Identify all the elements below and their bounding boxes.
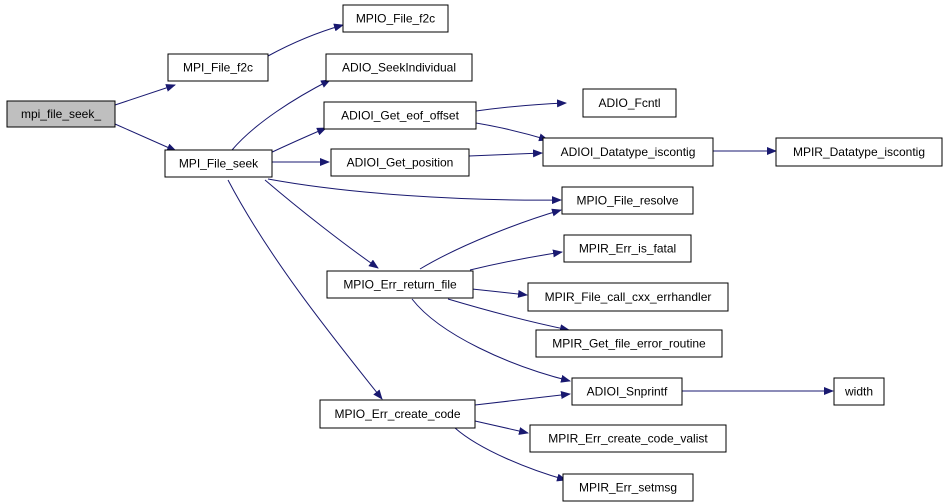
node-label: ADIO_Fcntl	[598, 96, 660, 110]
edge-mpio-err-create-code-to-mpir-err-setmsg	[454, 427, 567, 482]
node-box	[164, 149, 273, 178]
node-adio-fcntl[interactable]: ADIO_Fcntl	[582, 88, 677, 118]
node-box	[326, 270, 474, 299]
node-adioi-snprintf[interactable]: ADIOI_Snprintf	[571, 377, 683, 406]
edge-mpio-err-create-code-to-adioi-snprintf	[474, 391, 571, 406]
node-adioi-datatype-iscontig[interactable]: ADIOI_Datatype_iscontig	[542, 137, 714, 167]
node-label: MPIR_Err_is_fatal	[579, 242, 676, 256]
node-box	[323, 101, 477, 130]
node-label: width	[844, 385, 873, 399]
edge-adioi-get-eof-offset-to-adio-fcntl	[475, 99, 567, 112]
edge-mpi-file-seek-to-adio-seekindividual	[231, 79, 331, 151]
node-label: ADIOI_Get_eof_offset	[341, 109, 460, 123]
node-label: MPIR_File_call_cxx_errhandler	[545, 290, 712, 304]
node-label: MPIR_Err_setmsg	[579, 481, 677, 495]
edge-mpi-file-f2c-to-mpio-file-f2c	[267, 23, 344, 57]
node-label: MPIO_Err_return_file	[343, 278, 457, 292]
node-label: ADIOI_Get_position	[347, 156, 454, 170]
node-box	[582, 88, 677, 118]
node-label: MPI_File_seek	[179, 157, 259, 171]
node-mpi-file-seek-fortran[interactable]: mpi_file_seek_	[6, 100, 116, 128]
node-mpir-err-is-fatal[interactable]: MPIR_Err_is_fatal	[563, 234, 692, 263]
node-label: MPIR_Err_create_code_valist	[548, 432, 708, 446]
node-label: MPIR_Datatype_iscontig	[793, 145, 925, 159]
node-label: ADIO_SeekIndividual	[342, 61, 456, 75]
node-box	[775, 137, 943, 167]
node-mpir-datatype-iscontig[interactable]: MPIR_Datatype_iscontig	[775, 137, 943, 167]
node-box	[342, 4, 449, 33]
node-box	[535, 329, 723, 358]
node-label: ADIOI_Snprintf	[587, 385, 668, 399]
edge-mpio-err-return-file-to-mpir-get-file-error-routine	[447, 298, 570, 333]
edge-mpi-file-seek-to-mpio-file-resolve	[267, 178, 562, 205]
edge-mpio-err-return-file-to-mpir-file-call-cxx-errhandler	[471, 288, 528, 298]
edge-mpi-file-seek-to-mpi-file-seek-call	[114, 123, 177, 152]
node-label: mpi_file_seek_	[21, 107, 101, 121]
edge-mpi-file-seek-to-mpi-file-f2c	[114, 84, 176, 106]
edge-mpio-err-create-code-to-mpir-err-create-code-valist	[474, 420, 529, 435]
node-box	[330, 148, 470, 177]
nodes: mpi_file_seek_ MPI_File_f2c MPIO_File_f2…	[6, 4, 943, 502]
node-box	[571, 377, 683, 406]
edge-mpio-err-return-file-to-mpir-err-is-fatal	[469, 249, 563, 271]
node-mpio-file-f2c[interactable]: MPIO_File_f2c	[342, 4, 449, 33]
edge-mpio-err-return-file-to-mpio-file-resolve	[419, 208, 562, 270]
node-box	[527, 282, 729, 312]
edge-mpi-file-seek-to-mpio-err-create-code	[227, 179, 383, 400]
node-mpio-err-create-code[interactable]: MPIO_Err_create_code	[319, 399, 476, 429]
node-mpi-file-seek[interactable]: MPI_File_seek	[164, 149, 273, 178]
node-mpio-file-resolve[interactable]: MPIO_File_resolve	[561, 186, 694, 215]
node-label: ADIOI_Datatype_iscontig	[561, 145, 696, 159]
edges	[114, 23, 834, 482]
node-box	[325, 53, 473, 82]
node-mpi-file-f2c[interactable]: MPI_File_f2c	[167, 53, 269, 82]
node-label: MPIR_Get_file_error_routine	[552, 337, 706, 351]
node-mpir-err-create-code-valist[interactable]: MPIR_Err_create_code_valist	[529, 424, 727, 453]
node-box	[319, 399, 476, 429]
node-box	[6, 100, 116, 128]
node-adio-seekindividual[interactable]: ADIO_SeekIndividual	[325, 53, 473, 82]
node-adioi-get-eof-offset[interactable]: ADIOI_Get_eof_offset	[323, 101, 477, 130]
node-box	[833, 377, 885, 406]
node-box	[563, 234, 692, 263]
node-label: MPI_File_f2c	[183, 61, 253, 75]
node-mpir-get-file-error-routine[interactable]: MPIR_Get_file_error_routine	[535, 329, 723, 358]
node-label: MPIO_Err_create_code	[334, 407, 460, 421]
edge-adioi-get-position-to-adioi-datatype-iscontig	[468, 149, 543, 158]
node-box	[167, 53, 269, 82]
node-adioi-get-position[interactable]: ADIOI_Get_position	[330, 148, 470, 177]
edge-adioi-get-eof-offset-to-adioi-datatype-iscontig	[475, 122, 549, 142]
edge-mpio-err-return-file-to-adioi-snprintf	[411, 298, 571, 383]
node-label: MPIO_File_resolve	[576, 194, 678, 208]
edge-mpi-file-seek-to-adioi-get-eof-offset	[267, 127, 327, 155]
node-mpir-file-call-cxx-errhandler[interactable]: MPIR_File_call_cxx_errhandler	[527, 282, 729, 312]
node-width[interactable]: width	[833, 377, 885, 406]
node-box	[562, 473, 694, 502]
node-box	[561, 186, 694, 215]
node-label: MPIO_File_f2c	[356, 12, 435, 26]
node-box	[529, 424, 727, 453]
node-mpio-err-return-file[interactable]: MPIO_Err_return_file	[326, 270, 474, 299]
node-mpir-err-setmsg[interactable]: MPIR_Err_setmsg	[562, 473, 694, 502]
node-box	[542, 137, 714, 167]
edge-mpi-file-seek-to-mpio-err-return-file	[264, 179, 379, 269]
